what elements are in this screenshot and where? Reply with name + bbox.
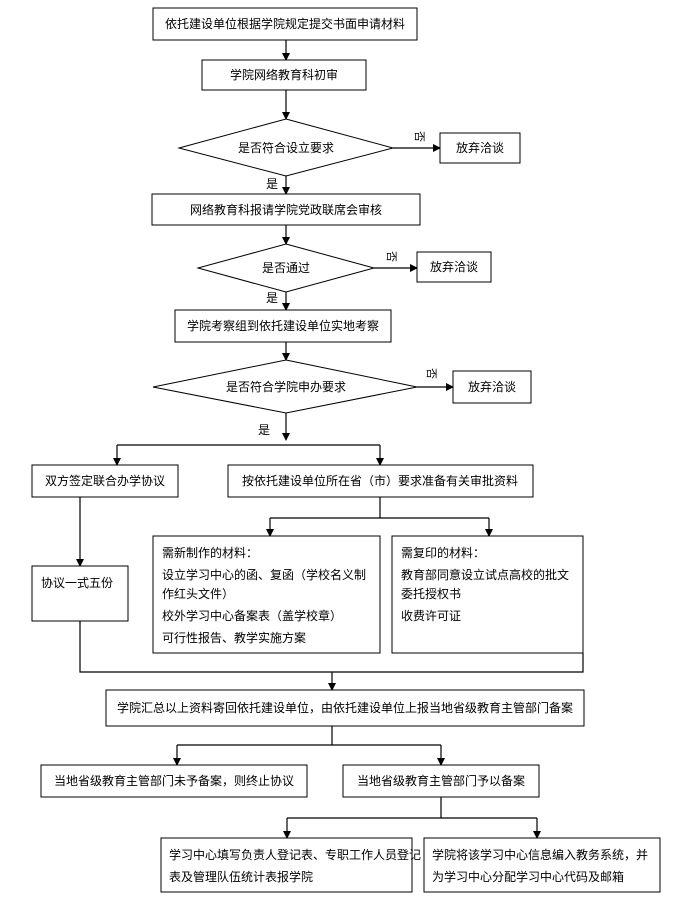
step-inspect-box: 学院考察组到依托建设单位实地考察 [174,309,392,343]
abandon-box-2: 放弃洽谈 [416,251,492,283]
step-college-assign-line-2: 为学习中心分配学习中心代码及邮箱 [432,869,624,884]
step-approve-box: 当地省级教育主管部门予以备案 [342,764,540,798]
abandon-text-3: 放弃洽谈 [468,379,516,394]
step-collect-box: 学院汇总以上资料寄回依托建设单位，由依托建设单位上报当地省级教育主管部门备案 [105,689,585,727]
step-prelim-box: 学院网络教育科初审 [201,59,367,91]
step-reject-box: 当地省级教育主管部门未予备案，则终止协议 [40,764,308,798]
materials-copy-line-2: 委托授权书 [401,586,461,601]
decision-3-text: 是否符合学院申办要求 [226,379,346,394]
decision-1-text: 是否符合设立要求 [238,140,334,155]
step-prepare-box: 按依托建设单位所在省（市）要求准备有关审批资料 [227,464,534,498]
yes-label-1: 是 [266,177,278,191]
no-label-1: 否 [413,131,426,142]
step-center-fill-box: 学习中心填写负责人登记表、专职工作人员登记 表及管理队伍统计表报学院 [160,837,421,893]
step-inspect-text: 学院考察组到依托建设单位实地考察 [187,318,379,333]
no-label-3: 否 [425,368,438,379]
step-center-fill-line-1: 学习中心填写负责人登记表、专职工作人员登记 [169,847,421,862]
step-prepare-text: 按依托建设单位所在省（市）要求准备有关审批资料 [242,473,518,488]
connectors [76,40,584,839]
step-report-text: 网络教育科报请学院党政联席会审核 [190,202,382,217]
step-sign-box: 双方签定联合办学协议 [31,464,179,498]
abandon-text-2: 放弃洽谈 [430,259,478,274]
no-label-2: 否 [385,251,398,262]
materials-copy-title: 需复印的材料： [401,545,485,560]
materials-new-title: 需新制作的材料： [162,545,258,560]
step-college-assign-line-1: 学院将该学习中心信息编入教务系统，并 [432,847,648,862]
step-submit-text: 依托建设单位根据学院规定提交书面申请材料 [165,16,405,31]
abandon-text-1: 放弃洽谈 [456,140,504,155]
materials-new-line-3: 校外学习中心备案表（盖学校章） [162,608,342,623]
step-college-assign-box: 学院将该学习中心信息编入教务系统，并 为学习中心分配学习中心代码及邮箱 [423,837,661,893]
abandon-box-3: 放弃洽谈 [452,370,532,404]
decision-3: 是否符合学院申办要求 [152,359,418,414]
abandon-box-1: 放弃洽谈 [439,132,521,164]
step-center-fill-line-2: 表及管理队伍统计表报学院 [169,869,313,884]
step-copies-text: 协议一式五份 [41,575,113,590]
materials-copy-line-1: 教育部同意设立试点高校的批文 [401,567,569,582]
decision-2-text: 是否通过 [262,261,310,275]
step-collect-text: 学院汇总以上资料寄回依托建设单位，由依托建设单位上报当地省级教育主管部门备案 [117,700,573,715]
step-sign-text: 双方签定联合办学协议 [45,473,165,488]
materials-new-line-4: 可行性报告、教学实施方案 [162,630,306,645]
yes-label-2: 是 [266,291,278,305]
yes-label-3: 是 [258,423,270,437]
materials-new-line-1: 设立学习中心的函、复函（学校名义制 [162,567,366,582]
materials-new-line-2: 作红头文件） [162,586,234,601]
step-submit-box: 依托建设单位根据学院规定提交书面申请材料 [152,7,418,41]
step-copies-box: 协议一式五份 [31,565,129,622]
materials-copy-box: 需复印的材料： 教育部同意设立试点高校的批文 委托授权书 收费许可证 [391,535,584,654]
materials-copy-line-3: 收费许可证 [401,609,461,623]
decision-1: 是否符合设立要求 [177,118,395,177]
step-prelim-text: 学院网络教育科初审 [230,67,338,82]
materials-new-box: 需新制作的材料： 设立学习中心的函、复函（学校名义制 作红头文件） 校外学习中心… [152,535,381,654]
decision-2: 是否通过 [196,243,376,293]
step-reject-text: 当地省级教育主管部门未予备案，则终止协议 [54,773,294,788]
step-approve-text: 当地省级教育主管部门予以备案 [357,773,525,788]
step-report-box: 网络教育科报请学院党政联席会审核 [151,193,421,226]
